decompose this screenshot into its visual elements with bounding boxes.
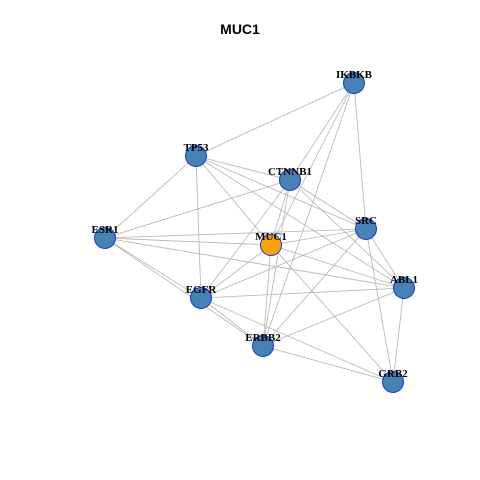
node-label-ikbkb: IKBKB (336, 69, 373, 81)
edge-muc1-erbb2 (262, 244, 272, 347)
edge-ikbkb-tp53 (195, 82, 355, 157)
node-circle-esr1 (94, 227, 116, 249)
node-esr1: ESR1 (92, 224, 119, 249)
edge-muc1-egfr (200, 244, 272, 299)
edge-ikbkb-src (353, 82, 367, 230)
node-circle-abl1 (393, 277, 415, 299)
edge-tp53-abl1 (195, 155, 405, 289)
node-circle-tp53 (185, 145, 207, 167)
edge-muc1-grb2 (270, 244, 394, 383)
edge-tp53-ctnnb1 (195, 155, 291, 181)
edge-ctnnb1-src (289, 179, 367, 230)
node-circle-muc1 (260, 234, 282, 256)
edge-ctnnb1-muc1 (270, 179, 291, 246)
edge-egfr-grb2 (200, 297, 394, 383)
edge-src-egfr (200, 228, 367, 299)
edge-ikbkb-muc1 (270, 82, 355, 246)
node-label-grb2: GRB2 (378, 368, 408, 380)
node-label-esr1: ESR1 (92, 224, 119, 236)
edge-layer (104, 82, 405, 383)
node-egfr: EGFR (186, 284, 218, 309)
node-label-abl1: ABL1 (390, 274, 418, 286)
node-ikbkb: IKBKB (336, 69, 373, 94)
node-erbb2: ERBB2 (245, 332, 281, 357)
edge-muc1-abl1 (270, 244, 405, 289)
node-grb2: GRB2 (378, 368, 408, 393)
edge-src-abl1 (365, 228, 405, 289)
edge-tp53-egfr (195, 155, 202, 299)
edge-ctnnb1-abl1 (289, 179, 405, 289)
edge-ctnnb1-esr1 (104, 179, 291, 239)
edge-esr1-src (104, 228, 367, 239)
node-circle-src (355, 218, 377, 240)
edge-src-erbb2 (262, 228, 367, 347)
node-circle-egfr (190, 287, 212, 309)
edge-erbb2-abl1 (262, 287, 405, 347)
edge-src-grb2 (365, 228, 394, 383)
edge-egfr-abl1 (200, 287, 405, 299)
node-abl1: ABL1 (390, 274, 418, 299)
edge-ctnnb1-erbb2 (262, 179, 291, 347)
node-label-egfr: EGFR (186, 284, 218, 296)
edge-ikbkb-erbb2 (262, 82, 355, 347)
node-ctnnb1: CTNNB1 (268, 166, 312, 191)
graph-title: MUC1 (220, 21, 260, 37)
node-circle-grb2 (382, 371, 404, 393)
edge-erbb2-grb2 (262, 345, 394, 383)
node-muc1: MUC1 (255, 231, 287, 256)
edge-ctnnb1-egfr (200, 179, 291, 299)
node-circle-erbb2 (252, 335, 274, 357)
edge-esr1-muc1 (104, 237, 272, 246)
node-tp53: TP53 (183, 142, 209, 167)
node-src: SRC (355, 215, 377, 240)
edge-muc1-src (270, 228, 367, 246)
edge-esr1-erbb2 (104, 237, 264, 347)
node-label-src: SRC (355, 215, 377, 227)
node-circle-ctnnb1 (279, 169, 301, 191)
edge-tp53-esr1 (104, 155, 197, 239)
node-label-erbb2: ERBB2 (245, 332, 281, 344)
edge-tp53-muc1 (195, 155, 272, 246)
edge-esr1-egfr (104, 237, 202, 299)
edge-ikbkb-ctnnb1 (289, 82, 355, 181)
node-circle-ikbkb (343, 72, 365, 94)
edge-esr1-abl1 (104, 237, 405, 289)
node-label-muc1: MUC1 (255, 231, 287, 243)
edge-egfr-erbb2 (200, 297, 264, 347)
node-label-ctnnb1: CTNNB1 (268, 166, 312, 178)
node-label-tp53: TP53 (183, 142, 209, 154)
edge-abl1-grb2 (392, 287, 405, 383)
